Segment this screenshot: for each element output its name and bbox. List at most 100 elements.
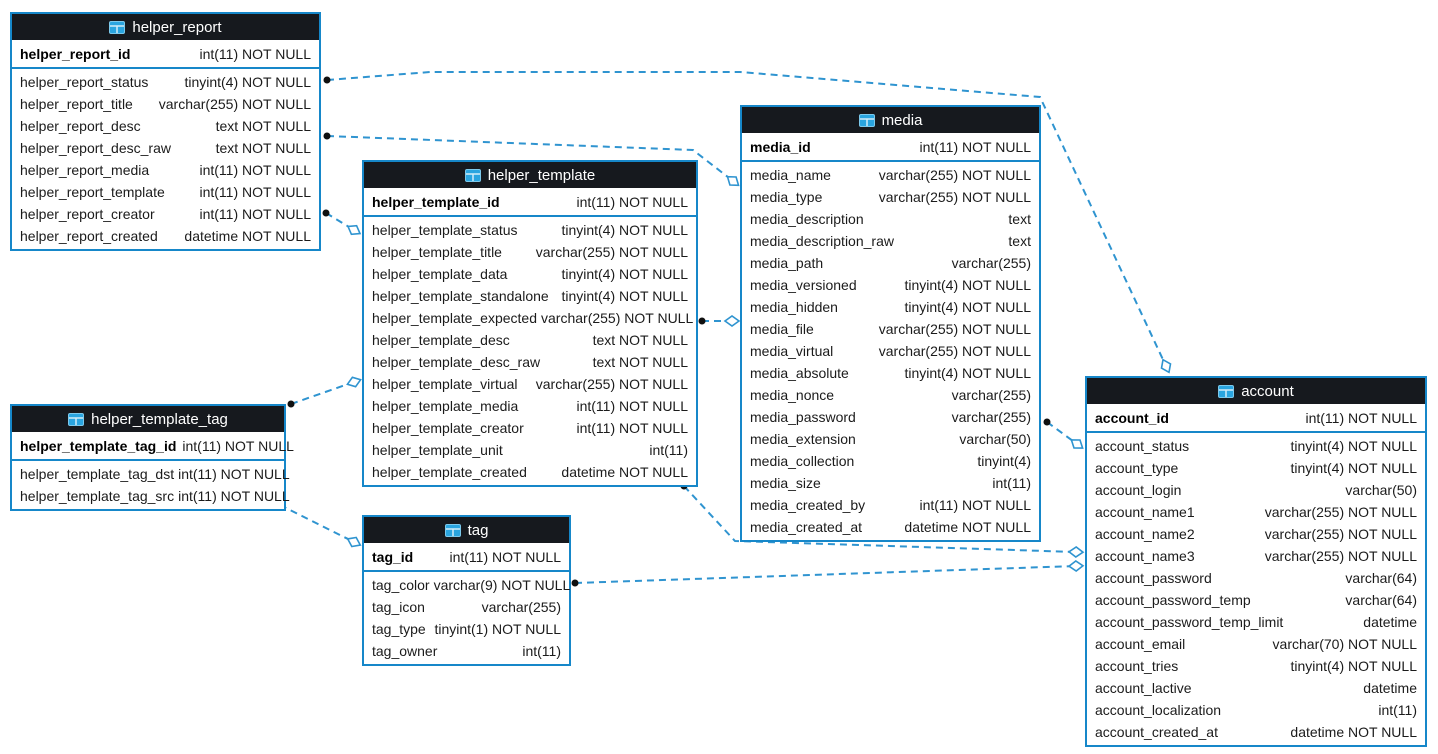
column-type: int(11) NOT NULL	[199, 206, 311, 222]
column-name: helper_template_creator	[372, 420, 524, 436]
relationship-line-helper_template-account	[683, 485, 1077, 553]
relationship-target-diamond	[1067, 560, 1085, 572]
table-title: helper_template_tag	[91, 410, 228, 428]
table-header[interactable]: media	[742, 107, 1039, 133]
table-header[interactable]: helper_template_tag	[12, 406, 284, 432]
table-icon	[1218, 384, 1235, 398]
table-header[interactable]: tag	[364, 517, 569, 543]
column-type: int(11)	[992, 475, 1031, 491]
column-name: account_status	[1095, 438, 1190, 454]
relationship-target-diamond	[346, 376, 362, 388]
column-name: tag_color	[372, 577, 430, 593]
table-header[interactable]: helper_template	[364, 162, 696, 188]
column-name: helper_report_creator	[20, 206, 155, 222]
column-name: media_extension	[750, 431, 856, 447]
table-helper_template_tag[interactable]: helper_template_tag helper_template_tag_i…	[10, 404, 294, 511]
column-row[interactable]: media_versioned tinyint(4) NOT NULL	[742, 274, 1039, 296]
column-type: datetime	[1363, 614, 1417, 630]
table-header[interactable]: account	[1087, 378, 1425, 404]
column-name: media_type	[750, 189, 823, 205]
column-name: helper_report_template	[20, 184, 165, 200]
column-name: media_description_raw	[750, 233, 894, 249]
column-name: helper_template_status	[372, 222, 518, 238]
column-type: varchar(70) NOT NULL	[1272, 636, 1417, 652]
relationship-target-diamond	[723, 315, 741, 327]
column-name: account_tries	[1095, 658, 1179, 674]
column-row[interactable]: helper_report_creator int(11) NOT NULL	[12, 203, 319, 225]
table-header[interactable]: helper_report	[12, 14, 319, 40]
column-type: tinyint(4) NOT NULL	[904, 277, 1031, 293]
column-type: int(11) NOT NULL	[178, 466, 290, 482]
column-name: helper_report_media	[20, 162, 150, 178]
column-name: helper_report_created	[20, 228, 158, 244]
column-name: media_versioned	[750, 277, 857, 293]
